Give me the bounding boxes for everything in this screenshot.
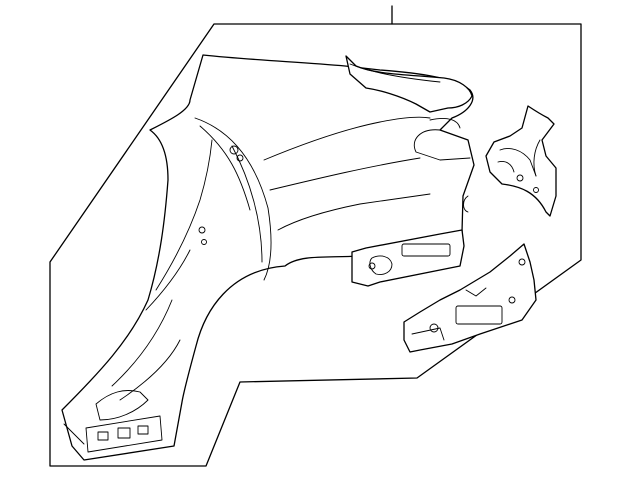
lower-extension: [351, 229, 465, 287]
side-bracket: [485, 105, 557, 217]
reinforcement-bracket: [403, 243, 537, 353]
upper-bracket: [345, 55, 473, 113]
assembly-boundary: [49, 23, 582, 467]
